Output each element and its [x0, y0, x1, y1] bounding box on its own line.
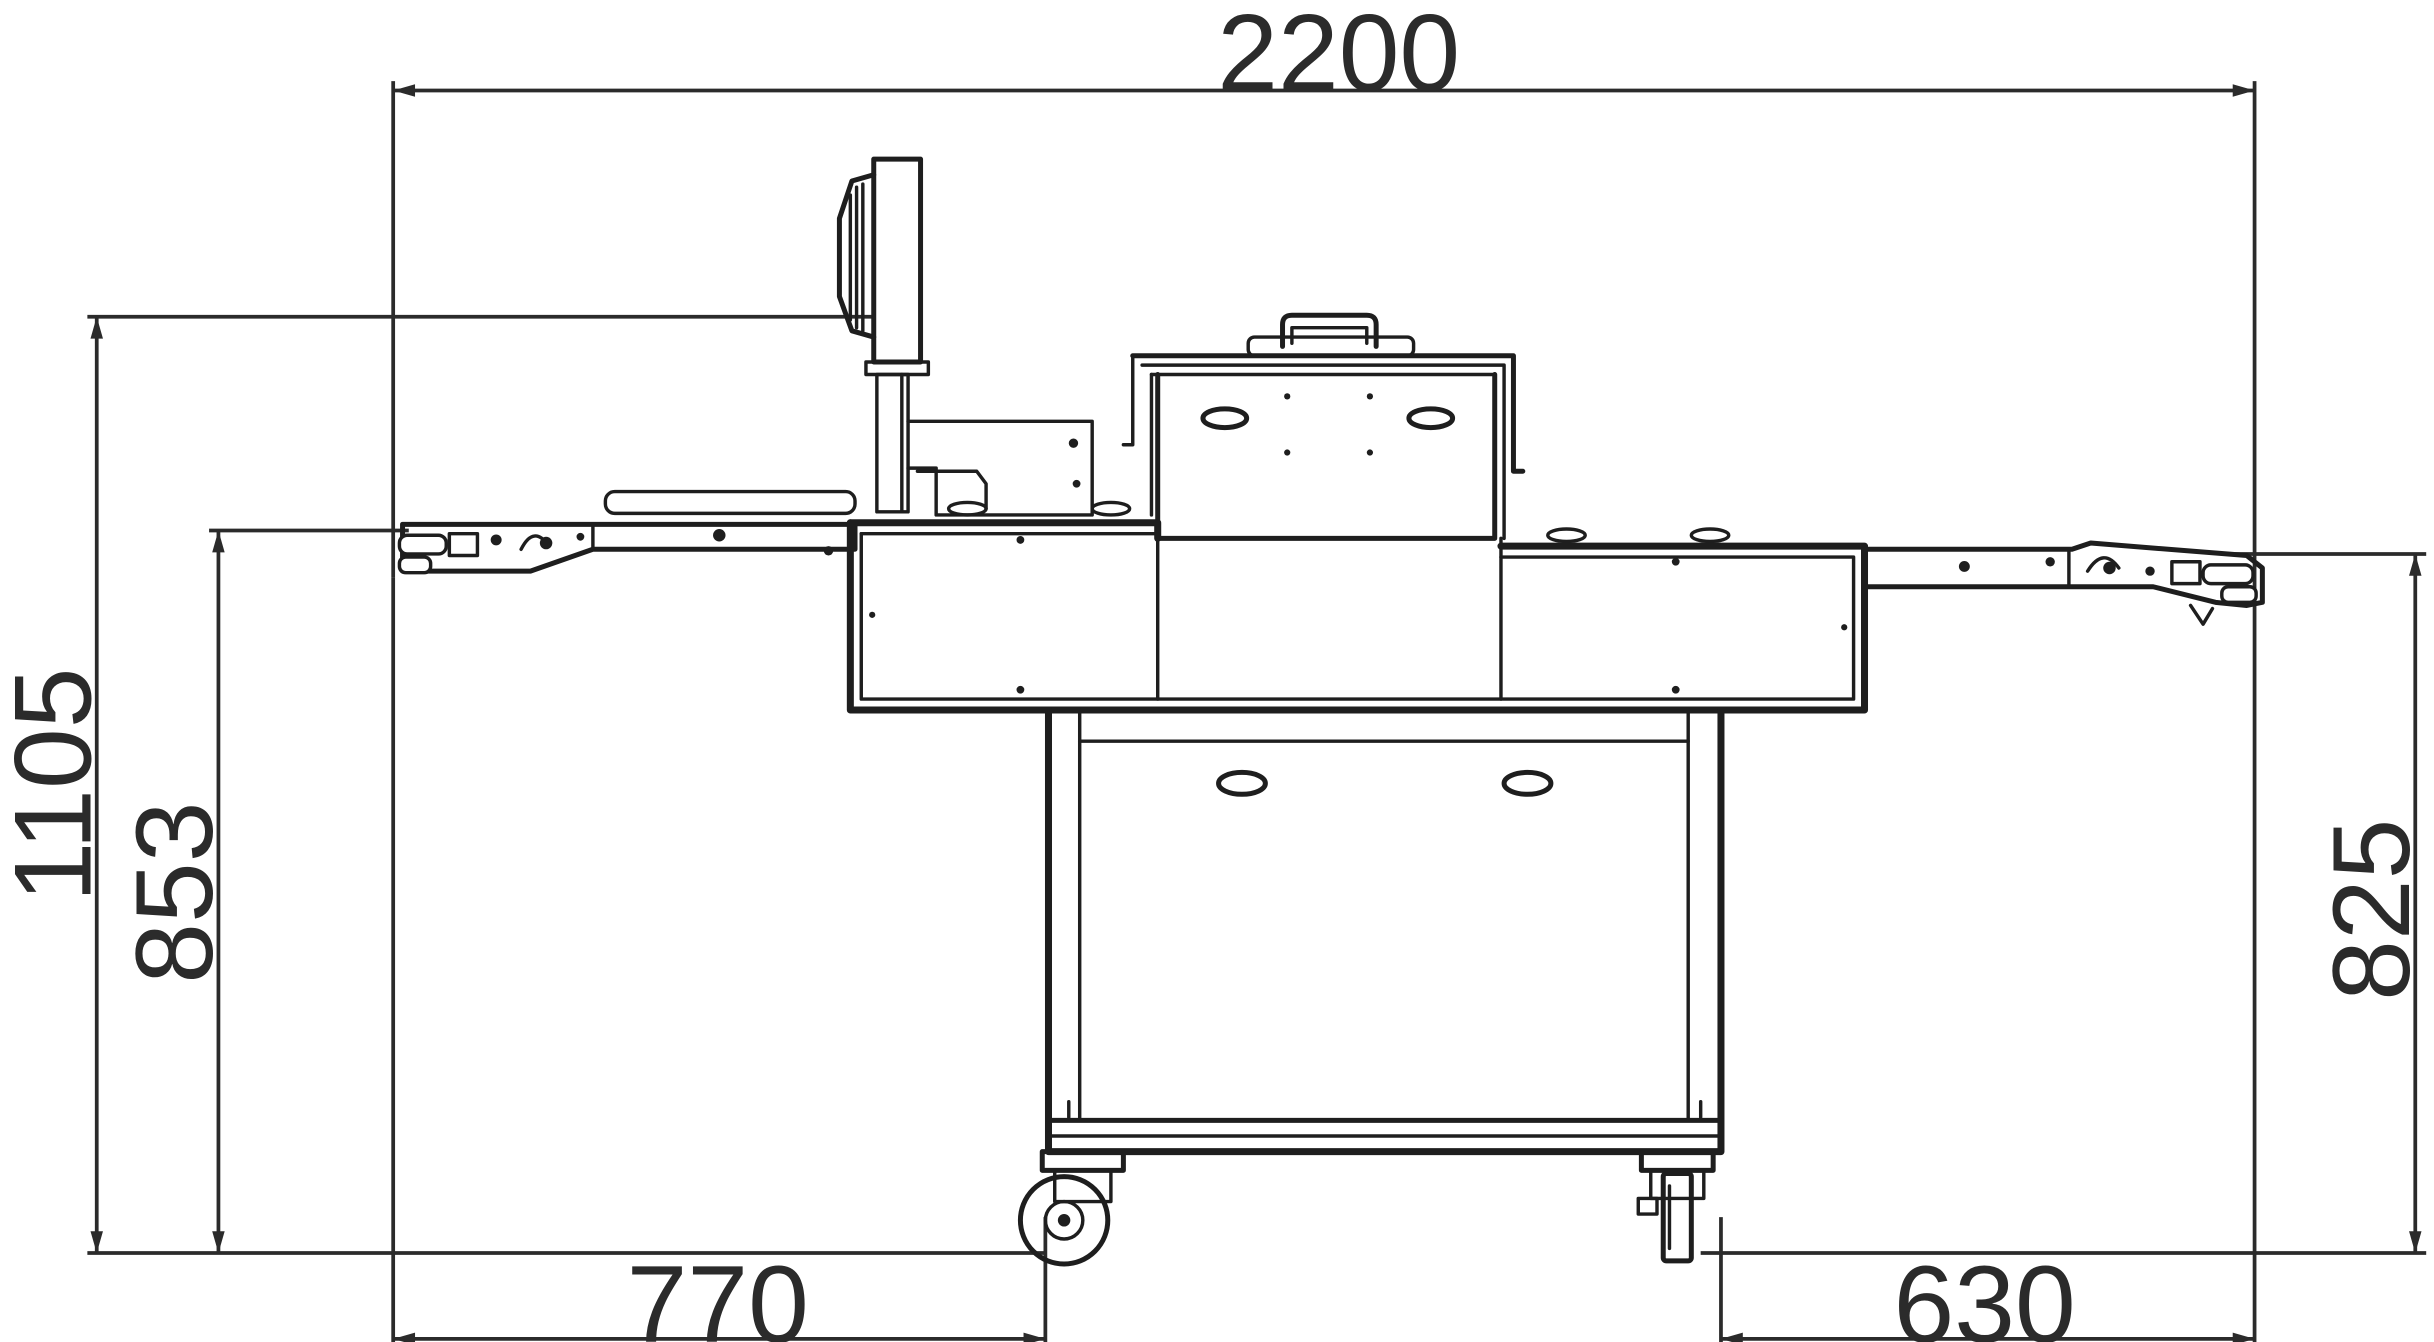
- left-infeed-conveyor: [397, 489, 858, 575]
- dimension-overall-height: 1105: [0, 314, 1046, 1255]
- rear-bracket-plate: [906, 419, 1132, 517]
- dimension-infeed-height: 853: [114, 528, 409, 1254]
- left-caster-wheel: [1017, 1149, 1126, 1267]
- height-825-label: 825: [2311, 819, 2433, 1001]
- hood-handle: [1246, 312, 1416, 358]
- right-caster-wheel: [1636, 1149, 1716, 1264]
- width-2200-label: 2200: [1217, 0, 1460, 115]
- control-panel: [836, 156, 931, 514]
- right-outfeed-conveyor: [1862, 540, 2265, 626]
- cutting-head-housing: [1121, 353, 1526, 541]
- height-1105-label: 1105: [0, 667, 114, 902]
- support-stand: [1044, 706, 1725, 1156]
- dimension-left-offset: 770: [391, 577, 1048, 1342]
- height-853-label: 853: [114, 801, 236, 983]
- offset-770-label: 770: [627, 1244, 809, 1342]
- dimension-right-offset: 630: [1719, 580, 2257, 1342]
- dimension-outfeed-height: 825: [1700, 552, 2433, 1255]
- offset-630-label: 630: [1894, 1244, 2076, 1342]
- main-body-frame: [846, 519, 1869, 714]
- dimension-overall-width: 2200: [391, 0, 2257, 581]
